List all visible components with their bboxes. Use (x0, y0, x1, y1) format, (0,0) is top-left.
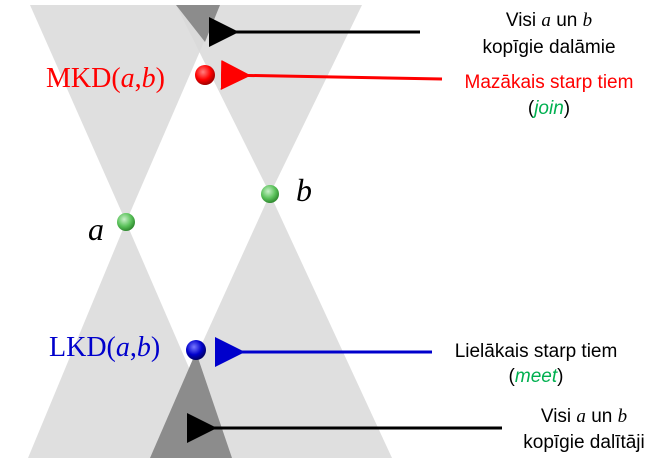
point-b (261, 185, 279, 203)
common-multiples-line1: Visi a un b (506, 10, 592, 31)
arrow-join (220, 59, 443, 90)
common-divisors-line1: Visi a un b (541, 406, 627, 427)
point-b-label: b (296, 172, 312, 208)
lkd-label: LKD(a,b) (49, 332, 160, 363)
join-line2: (join) (528, 98, 570, 119)
point-mkd (195, 65, 215, 85)
meet-line2: (meet) (509, 366, 564, 387)
common-multiples-region (176, 5, 220, 42)
cone-b-upper (176, 5, 362, 194)
common-multiples-line2: kopīgie dalāmie (482, 37, 615, 58)
meet-line1: Lielākais starp tiem (455, 341, 618, 362)
point-lkd (186, 340, 206, 360)
point-a (117, 213, 135, 231)
common-divisors-line2: kopīgie dalītāji (523, 432, 644, 453)
point-a-label: a (88, 211, 104, 247)
mkd-label: MKD(a,b) (46, 63, 165, 94)
join-line1: Mazākais starp tiem (465, 72, 634, 93)
cone-b-lower (150, 194, 392, 458)
cone-a-upper (30, 5, 220, 222)
